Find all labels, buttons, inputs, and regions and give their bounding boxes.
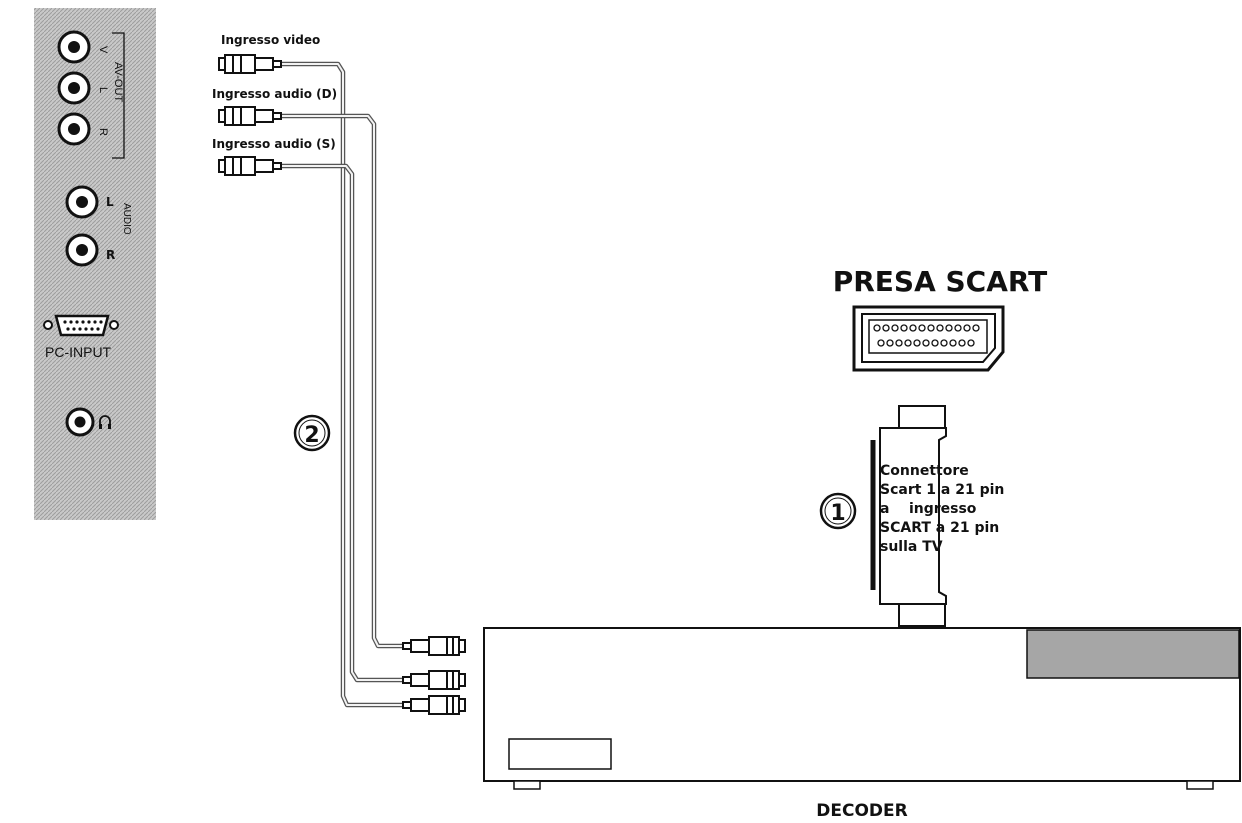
decoder-foot-right <box>1186 780 1214 790</box>
rca-plug-video <box>218 54 282 74</box>
decoder-front-slot <box>508 738 612 770</box>
cable-audio-left <box>280 163 404 683</box>
audio-jack-l-label: L <box>106 195 114 209</box>
cable-label-audio-right: Ingresso audio (D) <box>212 87 337 101</box>
step-1-badge: 1 <box>819 492 857 530</box>
audio-jack-l <box>65 185 99 219</box>
av-out-jack-r <box>57 112 91 146</box>
decoder-display-panel <box>1026 629 1240 679</box>
scart-title: PRESA SCART <box>833 265 1048 298</box>
audio-label: AUDIO <box>121 203 132 235</box>
connector-text-line-3: a ingresso <box>880 501 977 517</box>
tv-side-panel: V L R AV-OUT L R AUDIO PC-INPUT <box>34 8 156 520</box>
decoder-box <box>483 627 1241 790</box>
step-2-badge: 2 <box>293 414 331 452</box>
av-out-jack-r-label: R <box>97 128 109 136</box>
connector-text-line-1: Connettore <box>880 463 969 479</box>
av-out-jack-v <box>57 30 91 64</box>
pc-input-label: PC-INPUT <box>45 344 112 360</box>
cable-audio-right <box>280 113 404 649</box>
headphone-icon <box>99 415 111 429</box>
connector-text-line-4: SCART a 21 pin <box>880 520 999 536</box>
cable-label-video: Ingresso video <box>221 33 320 47</box>
audio-jack-r <box>65 233 99 267</box>
step-1-number: 1 <box>830 501 845 526</box>
scart-plug <box>870 405 947 627</box>
connector-text-line-2: Scart 1 a 21 pin <box>880 482 1004 498</box>
decoder-foot-left <box>513 780 541 790</box>
rca-plug-audio-left <box>218 156 282 176</box>
headphone-jack <box>65 407 95 437</box>
av-out-jack-l <box>57 71 91 105</box>
rca-plug-decoder-1 <box>402 636 466 656</box>
rca-plug-decoder-2 <box>402 670 466 690</box>
cable-video <box>280 61 404 708</box>
rca-plug-decoder-3 <box>402 695 466 715</box>
audio-jack-r-label: R <box>106 248 115 262</box>
panel-background <box>34 8 156 520</box>
connector-text-line-5: sulla TV <box>880 539 943 555</box>
decoder-label: DECODER <box>816 801 907 821</box>
step-2-number: 2 <box>304 423 319 448</box>
scart-socket <box>852 305 1005 372</box>
av-out-jack-v-label: V <box>97 46 109 54</box>
rca-plug-audio-right <box>218 106 282 126</box>
scart-connector-description: Connettore Scart 1 a 21 pin a ingresso S… <box>880 463 1004 555</box>
av-out-jack-l-label: L <box>97 87 109 93</box>
cable-label-audio-left: Ingresso audio (S) <box>212 137 336 151</box>
pc-input-connector <box>43 314 119 337</box>
av-out-label: AV-OUT <box>112 62 124 102</box>
av-out-bracket <box>112 32 125 159</box>
